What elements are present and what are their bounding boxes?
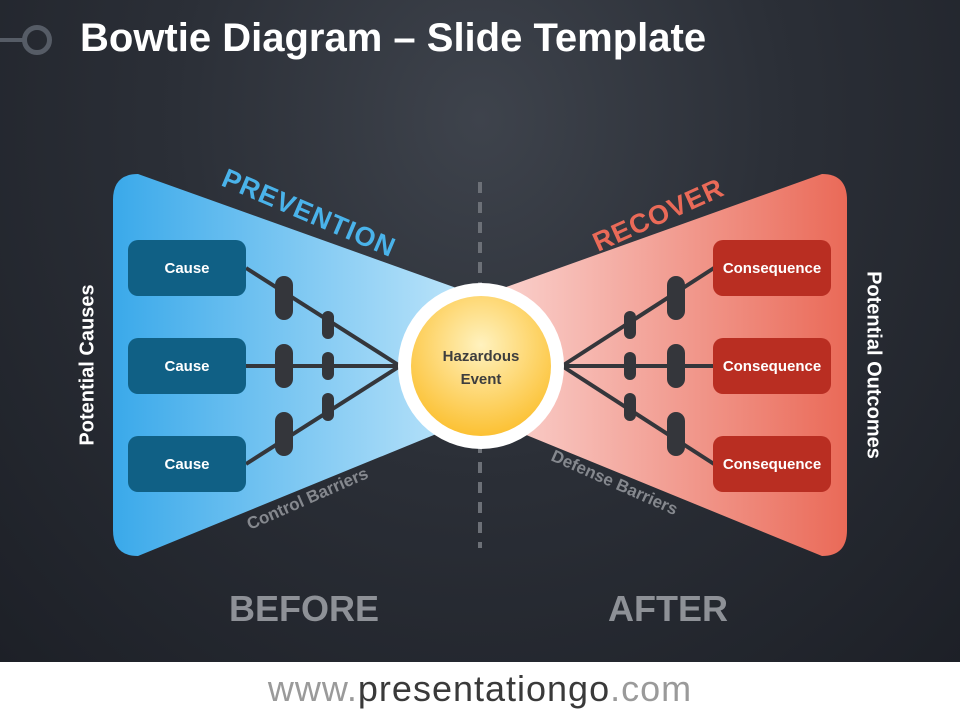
logo-line bbox=[0, 38, 26, 42]
cause-box-1: Cause bbox=[128, 240, 246, 296]
svg-text:RECOVERY: RECOVERY bbox=[0, 0, 728, 257]
after-label: AFTER bbox=[608, 588, 728, 629]
slide: Bowtie Diagram – Slide Template bbox=[0, 0, 960, 662]
potential-outcomes-label: Potential Outcomes bbox=[862, 271, 885, 459]
cause-box-3: Cause bbox=[128, 436, 246, 492]
cause-box-2: Cause bbox=[128, 338, 246, 394]
slide-title: Bowtie Diagram – Slide Template bbox=[80, 16, 707, 60]
bowtie-graphic: Hazardous Event PREVENTION RECOVERY Cont… bbox=[0, 0, 847, 556]
footer-url-suffix: .com bbox=[610, 668, 693, 709]
defense-barrier-5 bbox=[624, 352, 636, 380]
control-barrier-6 bbox=[322, 393, 334, 421]
hazard-label-line1: Hazardous bbox=[443, 348, 520, 365]
consequence-box-1: Consequence bbox=[713, 240, 831, 296]
control-barrier-2 bbox=[275, 344, 293, 388]
footer-url[interactable]: www.presentationgo.com bbox=[0, 668, 960, 710]
hazard-core bbox=[411, 296, 551, 436]
footer-url-domain: presentationgo bbox=[357, 668, 611, 709]
before-label: BEFORE bbox=[229, 588, 380, 629]
logo-ring-icon bbox=[22, 25, 52, 55]
recovery-heading: RECOVERY bbox=[0, 0, 727, 257]
potential-causes-label: Potential Causes bbox=[76, 284, 99, 446]
defense-barrier-6 bbox=[624, 393, 636, 421]
control-barrier-3 bbox=[275, 412, 293, 456]
footer: www.presentationgo.com bbox=[0, 662, 960, 720]
footer-url-prefix: www. bbox=[267, 668, 358, 709]
defense-barrier-3 bbox=[667, 412, 685, 456]
hazard-label-line2: Event bbox=[461, 371, 502, 388]
defense-barrier-4 bbox=[624, 311, 636, 339]
defense-barrier-1 bbox=[667, 276, 685, 320]
right-connectors bbox=[560, 266, 716, 466]
control-barrier-4 bbox=[322, 311, 334, 339]
consequence-box-3: Consequence bbox=[713, 436, 831, 492]
control-barrier-1 bbox=[275, 276, 293, 320]
consequence-box-2: Consequence bbox=[713, 338, 831, 394]
defense-barrier-2 bbox=[667, 344, 685, 388]
control-barrier-5 bbox=[322, 352, 334, 380]
